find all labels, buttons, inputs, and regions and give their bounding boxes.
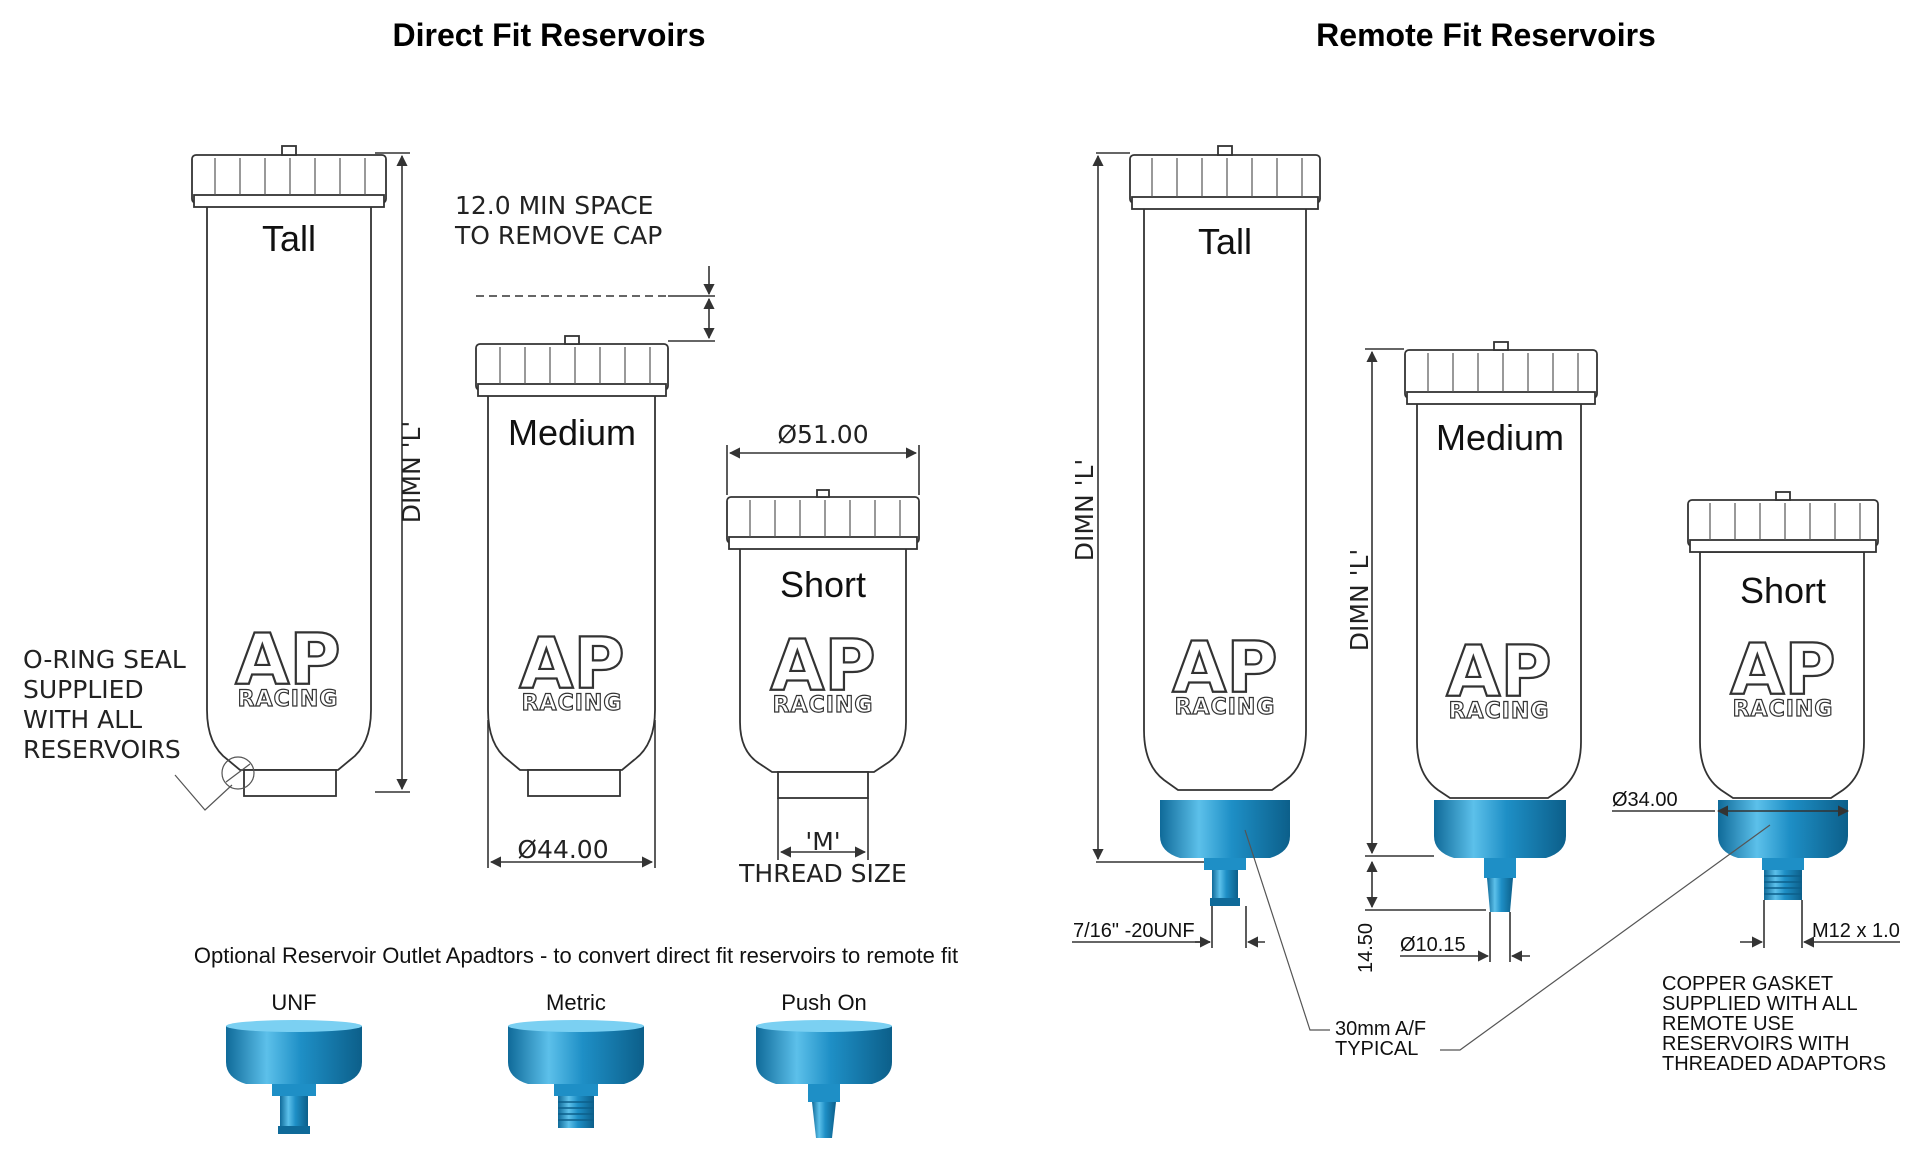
remote-dimn-l-tall-label: DIMN 'L' (1070, 459, 1099, 562)
af-line1: 30mm A/F (1335, 1018, 1426, 1040)
direct-fit-title: Direct Fit Reservoirs (392, 17, 705, 53)
min-space-line1: 12.0 MIN SPACE (455, 191, 653, 220)
direct-short-logo-text: RACING (773, 693, 874, 718)
adaptor-metric-image (508, 1020, 644, 1128)
direct-tall-label: Tall (262, 218, 316, 259)
gasket-line5: THREADED ADAPTORS (1662, 1053, 1886, 1075)
remote-fit-title: Remote Fit Reservoirs (1316, 17, 1656, 53)
adaptor-metric-label: Metric (546, 990, 606, 1015)
remote-dimn-l-medium-label: DIMN 'L' (1345, 549, 1374, 652)
height-label: 14.50 (1355, 923, 1377, 973)
body-dia-label: Ø44.00 (517, 835, 608, 864)
direct-medium-label: Medium (508, 412, 636, 453)
direct-short-logo-mark: AP (770, 625, 875, 707)
adaptors-caption: Optional Reservoir Outlet Apadtors - to … (194, 943, 958, 968)
remote-short-logo-text: RACING (1733, 697, 1834, 722)
remote-short-label: Short (1740, 570, 1826, 611)
af-line2: TYPICAL (1335, 1038, 1418, 1060)
unf-thread-label: 7/16" -20UNF (1073, 920, 1195, 942)
remote-medium-label: Medium (1436, 417, 1564, 458)
direct-tall-logo-text: RACING (238, 687, 339, 712)
outlet-dia-label: Ø34.00 (1612, 789, 1678, 811)
adaptor-pushon-label: Push On (781, 990, 867, 1015)
gasket-line1: COPPER GASKET (1662, 973, 1833, 995)
metric-thread-label: M12 x 1.0 (1812, 920, 1900, 942)
remote-tall-logo-text: RACING (1175, 695, 1276, 720)
direct-dimn-l-label: DIMN 'L' (397, 421, 426, 524)
min-space-line2: TO REMOVE CAP (454, 221, 662, 250)
gasket-line2: SUPPLIED WITH ALL (1662, 993, 1858, 1015)
direct-medium-logo-text: RACING (522, 691, 623, 716)
oring-line3: WITH ALL (23, 705, 142, 734)
remote-short-reservoir: Short AP RACING (1687, 491, 1879, 900)
remote-short-logo-mark: AP (1730, 629, 1835, 711)
gasket-line4: RESERVOIRS WITH (1662, 1033, 1849, 1055)
remote-tall-label: Tall (1198, 221, 1252, 262)
thread-size-label: THREAD SIZE (738, 859, 907, 888)
direct-tall-reservoir: Tall AP RACING (191, 145, 387, 797)
oring-line1: O-RING SEAL (23, 645, 186, 674)
direct-tall-logo-mark: AP (235, 619, 340, 701)
oring-line2: SUPPLIED (23, 675, 144, 704)
oring-line4: RESERVOIRS (23, 735, 181, 764)
adaptor-unf-label: UNF (271, 990, 316, 1015)
remote-medium-reservoir: Medium AP RACING (1404, 341, 1598, 912)
cap-dia-label: Ø51.00 (777, 420, 868, 449)
gasket-line3: REMOTE USE (1662, 1013, 1794, 1035)
thread-m-label: 'M' (805, 827, 840, 856)
remote-tall-logo-mark: AP (1172, 627, 1277, 709)
direct-short-reservoir: Short AP RACING (726, 489, 920, 799)
adaptor-unf-image (226, 1020, 362, 1134)
remote-medium-logo-text: RACING (1449, 699, 1550, 724)
remote-medium-logo-mark: AP (1446, 631, 1551, 713)
adaptor-pushon-image (756, 1020, 892, 1138)
barb-dia-label: Ø10.15 (1400, 934, 1466, 956)
direct-medium-logo-mark: AP (519, 623, 624, 705)
remote-tall-reservoir: Tall AP RACING (1129, 145, 1321, 906)
direct-medium-reservoir: Medium AP RACING (475, 335, 669, 797)
direct-short-label: Short (780, 564, 866, 605)
